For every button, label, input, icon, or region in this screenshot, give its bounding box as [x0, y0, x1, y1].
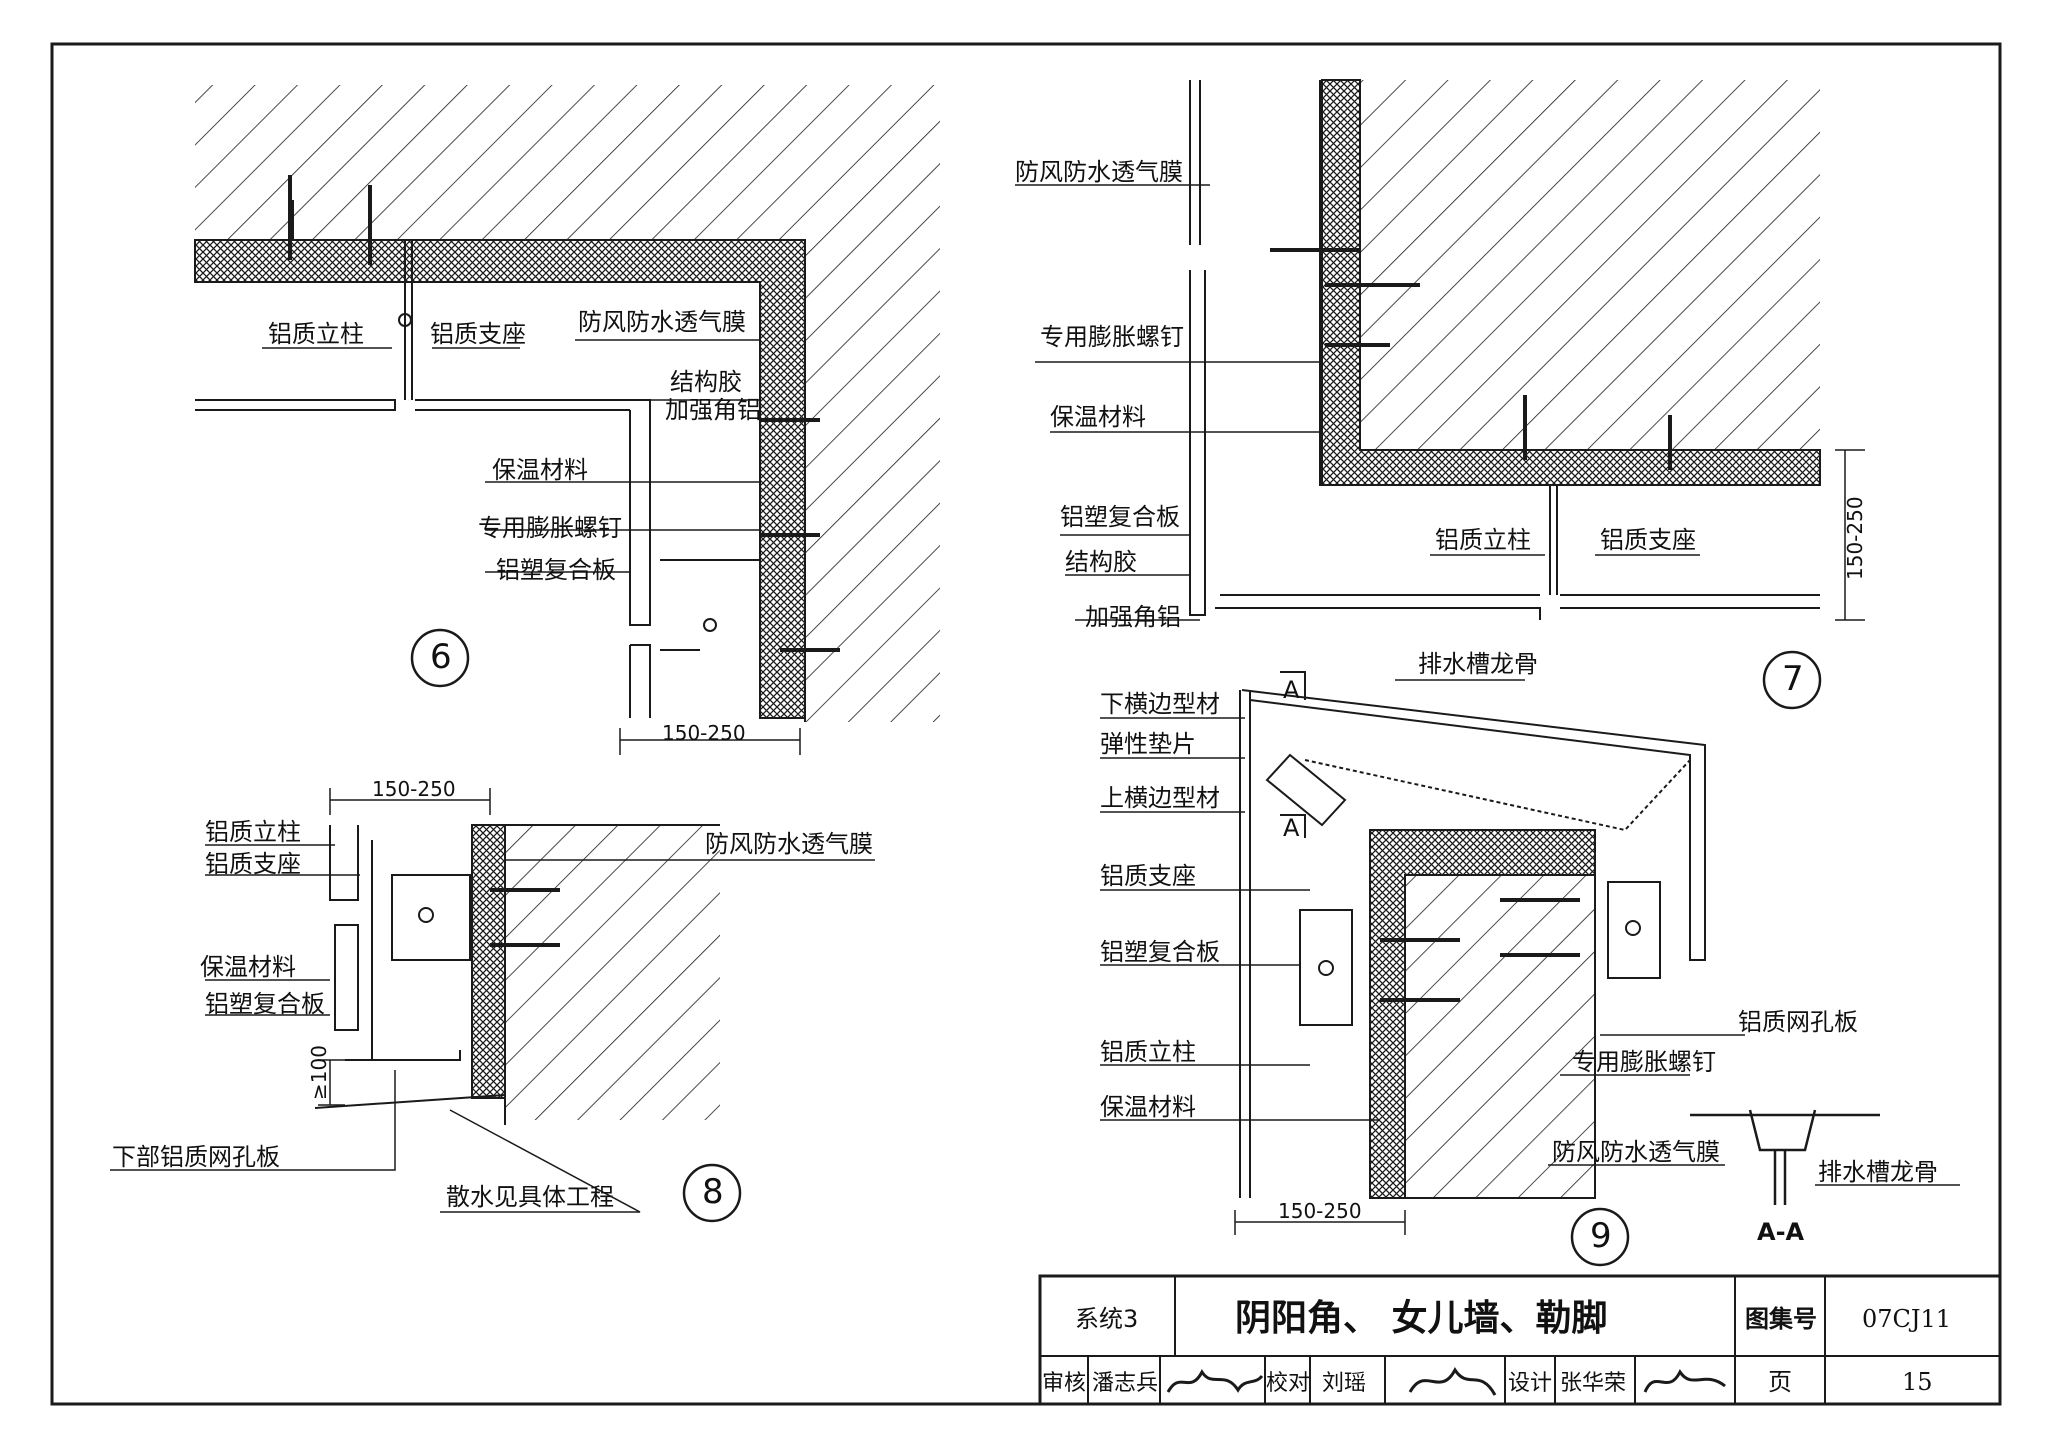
- detail8-label-acp: 铝塑复合板: [205, 990, 325, 1018]
- detail8-label-insulation: 保温材料: [200, 953, 296, 981]
- detail9-label-gutter-keel: 排水槽龙骨: [1418, 650, 1538, 678]
- detail6-number: 6: [430, 637, 452, 677]
- detail9-label-upper-profile: 上横边型材: [1100, 784, 1220, 812]
- detail7-wall: [1320, 80, 1820, 450]
- detail6-number-circle: [410, 628, 470, 688]
- detail9-label-insulation: 保温材料: [1100, 1093, 1196, 1121]
- detail8-label-mesh: 下部铝质网孔板: [112, 1143, 280, 1171]
- title-system: 系统3: [1075, 1305, 1138, 1333]
- detail7-label-membrane: 防风防水透气膜: [1015, 158, 1183, 186]
- reviewer-signature: [1166, 1368, 1264, 1393]
- detail8-label-membrane: 防风防水透气膜: [705, 830, 873, 858]
- detail6-label-acp: 铝塑复合板: [496, 556, 616, 584]
- detail7-number-circle: [1762, 650, 1822, 710]
- detail7-label-corner-angle: 加强角铝: [1085, 603, 1181, 631]
- detail9-section-mark-top: A: [1283, 676, 1300, 704]
- detail6-dimension: 150-250: [662, 721, 746, 745]
- detail6-label-post: 铝质立柱: [268, 320, 364, 348]
- detail8-wall: [505, 825, 720, 1120]
- detail9-number-circle: [1570, 1207, 1630, 1267]
- detail8-number-circle: [682, 1163, 742, 1223]
- detail-6: 150-250 铝质立柱 铝质支座 防风防水透气膜 结构胶 加强角铝 保温材料 …: [194, 85, 940, 755]
- title-checker: 刘瑶: [1322, 1371, 1366, 1396]
- detail7-dimension: 150-250: [1843, 496, 1867, 580]
- detail6-wall: [195, 85, 940, 722]
- detail8-number: 8: [702, 1172, 724, 1212]
- title-check-label: 校对: [1266, 1371, 1310, 1396]
- designer-signature: [1643, 1369, 1726, 1393]
- detail6-label-insulation: 保温材料: [492, 456, 588, 484]
- detail9-label-anchor: 专用膨胀螺钉: [1572, 1048, 1716, 1076]
- detail9-section-mark-bottom: A: [1283, 814, 1300, 842]
- detail7-label-adhesive: 结构胶: [1065, 548, 1137, 576]
- title-block: 系统3 阴阳角、 女儿墙、勒脚 图集号 07CJ11 审核 潘志兵 校对 刘瑶 …: [1038, 1274, 2002, 1406]
- detail9-label-acp: 铝塑复合板: [1100, 938, 1220, 966]
- detail6-label-membrane: 防风防水透气膜: [578, 308, 746, 336]
- detail7-label-bracket: 铝质支座: [1600, 526, 1696, 554]
- detail7-label-insulation: 保温材料: [1050, 403, 1146, 431]
- title-main: 阴阳角、 女儿墙、勒脚: [1235, 1298, 1608, 1339]
- detail9-label-bracket: 铝质支座: [1100, 862, 1196, 890]
- detail6-label-adhesive: 结构胶: [670, 368, 742, 396]
- title-atlas-label: 图集号: [1745, 1305, 1817, 1333]
- detail7-label-post: 铝质立柱: [1435, 526, 1531, 554]
- detail6-label-anchor: 专用膨胀螺钉: [478, 514, 622, 542]
- detail6-label-corner-angle: 加强角铝: [665, 396, 761, 424]
- title-reviewer: 潘志兵: [1092, 1371, 1158, 1396]
- detail7-number: 7: [1782, 659, 1804, 699]
- title-designer: 张华荣: [1560, 1371, 1626, 1396]
- detail8-insulation: [471, 824, 506, 1099]
- detail9-label-section-keel: 排水槽龙骨: [1818, 1158, 1938, 1186]
- detail8-label-bracket: 铝质支座: [205, 850, 301, 878]
- detail9-dimension: 150-250: [1278, 1199, 1362, 1223]
- detail9-label-membrane: 防风防水透气膜: [1552, 1138, 1720, 1166]
- detail7-label-acp: 铝塑复合板: [1060, 503, 1180, 531]
- detail9-label-mesh: 铝质网孔板: [1738, 1008, 1858, 1036]
- detail9-label-gasket: 弹性垫片: [1100, 730, 1196, 758]
- title-design-label: 设计: [1508, 1371, 1552, 1396]
- detail9-number: 9: [1590, 1216, 1612, 1256]
- detail7-label-anchor: 专用膨胀螺钉: [1040, 323, 1184, 351]
- detail7-insulation: [1321, 79, 1821, 486]
- detail-8: 150-250 ≥100 铝质立柱 铝质支座 防风防水透气膜 保温材料 铝塑复合…: [110, 777, 875, 1223]
- checker-signature: [1408, 1367, 1497, 1396]
- title-atlas-no: 07CJ11: [1862, 1305, 1951, 1333]
- detail-7: 150-250 防风防水透气膜 专用膨胀螺钉 保温材料 铝塑复合板 结构胶 加强…: [1015, 79, 1867, 710]
- sheet-frame: [50, 42, 2002, 1406]
- detail8-label-post: 铝质立柱: [205, 818, 301, 846]
- title-page-no: 15: [1902, 1368, 1933, 1396]
- title-review-label: 审核: [1042, 1371, 1086, 1396]
- title-page-label: 页: [1768, 1368, 1792, 1396]
- detail6-insulation: [194, 239, 806, 719]
- detail8-dimension-top: 150-250: [372, 777, 456, 801]
- detail9-section-title: A-A: [1757, 1218, 1805, 1246]
- detail9-label-lower-profile: 下横边型材: [1100, 690, 1220, 718]
- detail9-label-post: 铝质立柱: [1100, 1038, 1196, 1066]
- detail-9: A A 排水槽龙骨 下横边型材 弹性垫片 上横边型材 铝质支座 铝塑复合板 铝质…: [1100, 650, 1960, 1267]
- detail9-insulation: [1369, 829, 1596, 1199]
- detail8-label-apron: 散水见具体工程: [446, 1183, 614, 1211]
- detail8-dimension-side: ≥100: [307, 1045, 331, 1100]
- detail6-label-bracket: 铝质支座: [430, 320, 526, 348]
